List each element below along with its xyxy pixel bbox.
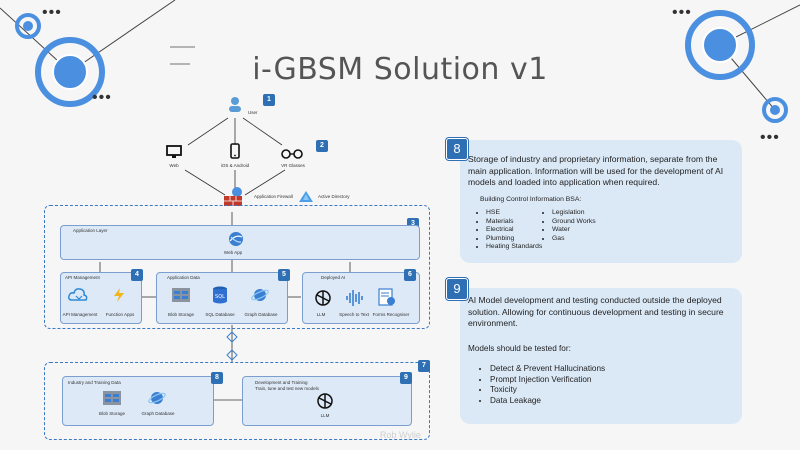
phone-icon [230,143,240,164]
info-card-8: Storage of industry and proprietary info… [460,140,742,263]
connector-node-icon [226,348,238,366]
dev-training-sublabel: Train, tune and test new models [255,386,319,391]
application-data-label: Application Data [167,275,200,280]
function-apps-label: Function Apps [105,312,135,317]
dev-training-label: Development and Training [255,380,308,385]
models-list: Detect & Prevent Hallucinations Prompt I… [468,364,605,406]
badge-2: 2 [316,140,328,152]
models-title: Models should be tested for: [468,344,571,353]
forms-recogniser-icon [378,288,396,311]
bsa-item: HSE [486,209,542,218]
model-test-item: Data Leakage [490,396,605,407]
dots-decoration: ••• [42,4,62,21]
firewall-icon [222,186,244,213]
connector-node-icon [226,330,238,348]
dots-decoration: ••• [760,129,780,146]
forms-recogniser-label: Forms Recogniser [372,312,410,317]
sql-database-icon: SQL [212,286,228,309]
model-test-item: Detect & Prevent Hallucinations [490,364,605,375]
badge-9-diagram: 9 [400,372,412,384]
sql-database-label: SQL Database [205,312,235,317]
blob-storage-icon [103,391,121,410]
bsa-item: Materials [486,218,542,227]
svg-text:SQL: SQL [215,294,225,300]
badge-8-diagram: 8 [211,372,223,384]
industry-data-label: Industry and Training Data [68,380,121,385]
web-app-icon [228,231,244,252]
glasses-icon [280,146,304,164]
info-card-9: AI Model development and testing conduct… [460,288,742,424]
deployment-boundary [44,205,430,329]
speech-to-text-icon [345,289,363,312]
industry-blob-storage-label: Blob Storage [98,411,126,416]
bsa-title: Building Control Information BSA: [480,196,582,203]
blob-storage-label: Blob Storage [167,312,195,317]
active-directory-icon [298,190,314,211]
user-icon [227,96,243,117]
card-8-badge: 8 [446,138,468,160]
web-app-label: Web App [223,250,243,255]
card-8-text: Storage of industry and proprietary info… [468,154,724,187]
bsa-item: Ground Works [552,218,596,227]
dots-decoration: ••• [672,4,692,21]
active-directory-label: Active Directory [318,194,350,199]
api-management-icon [68,287,88,308]
badge-6: 6 [404,269,416,281]
application-layer-label: Application Layer [73,228,108,233]
api-management-label: API Management [65,275,100,280]
bsa-item: Electrical [486,226,542,235]
badge-4: 4 [131,269,143,281]
dots-decoration: ••• [92,89,112,106]
industry-graph-database-label: Graph Database [141,411,175,416]
bsa-item: Water [552,226,596,235]
llm-icon [316,392,334,415]
card-9-text: AI Model development and testing conduct… [468,295,724,328]
industry-data-panel: Industry and Training Data [62,376,214,426]
graph-database-icon [251,287,269,308]
dev-llm-label: LLM [320,413,330,418]
deployed-ai-label: Deployed AI [321,275,346,280]
dev-training-panel: Development and Training Train, tune and… [242,376,412,426]
graph-database-label: Graph Database [244,312,278,317]
model-test-item: Toxicity [490,385,605,396]
api-management-panel: API Management [60,272,142,324]
monitor-icon [166,145,182,164]
bsa-list-1: HSE Materials Electrical Plumbing Heatin… [476,209,542,252]
graph-database-icon [148,390,166,411]
llm-icon [314,289,332,312]
watermark: Rob Wylie [380,430,421,440]
function-apps-icon [111,287,127,308]
model-test-item: Prompt Injection Verification [490,375,605,386]
blob-storage-icon [172,288,190,307]
badge-7: 7 [418,360,430,372]
bsa-item: Legislation [552,209,596,218]
badge-5: 5 [278,269,290,281]
firewall-label: Application Firewall [254,194,293,199]
bsa-item: Plumbing [486,235,542,244]
development-boundary [44,362,430,440]
client-label-vr: VR Glasses [281,163,305,168]
client-label-mobile: iOS & Android [220,163,250,168]
card-9-badge: 9 [446,278,468,300]
bsa-list-2: Legislation Ground Works Water Gas [542,209,596,243]
bsa-item: Heating Standards [486,243,542,252]
bsa-item: Gas [552,235,596,244]
speech-to-text-label: Speech to Text [339,312,369,317]
api-management-item-label: API Management [62,312,98,317]
badge-1: 1 [263,94,275,106]
page-title: i-GBSM Solution v1 [252,52,548,87]
user-label: User [248,110,258,115]
llm-label: LLM [316,312,326,317]
client-label-web: Web [169,163,179,168]
